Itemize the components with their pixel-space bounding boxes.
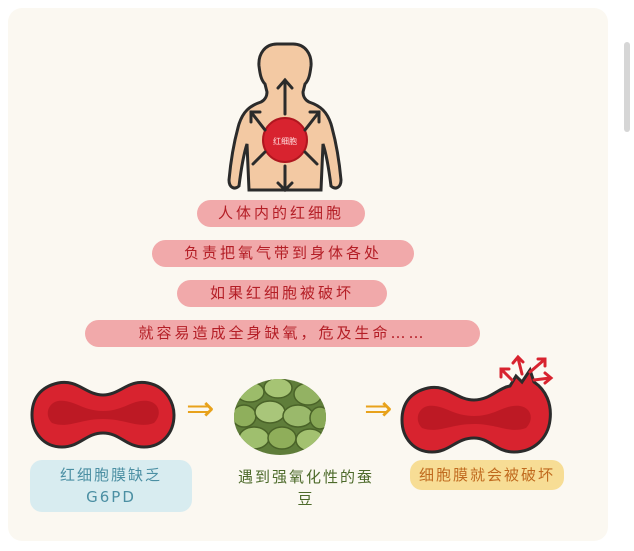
statement-4: 就容易造成全身缺氧，危及生命……	[85, 320, 480, 347]
statement-3: 如果红细胞被破坏	[177, 280, 387, 307]
statement-1: 人体内的红细胞	[197, 200, 365, 227]
caption-left: 红细胞膜缺乏 G6PD	[30, 460, 192, 512]
body-cell-label: 红细胞	[273, 136, 297, 146]
caption-middle: 遇到强氧化性的蚕豆	[237, 468, 374, 508]
human-body-icon: 红细胞	[227, 42, 343, 193]
arrow-icon: ⇒	[186, 389, 215, 429]
caption-right: 细胞膜就会被破坏	[410, 460, 564, 490]
arrow-icon: ⇒	[364, 389, 393, 429]
ruptured-cell-icon	[400, 354, 554, 454]
scrollbar[interactable]	[624, 42, 630, 132]
statement-2: 负责把氧气带到身体各处	[152, 240, 414, 267]
fava-bean-photo	[234, 379, 326, 455]
red-blood-cell-icon	[30, 380, 176, 449]
